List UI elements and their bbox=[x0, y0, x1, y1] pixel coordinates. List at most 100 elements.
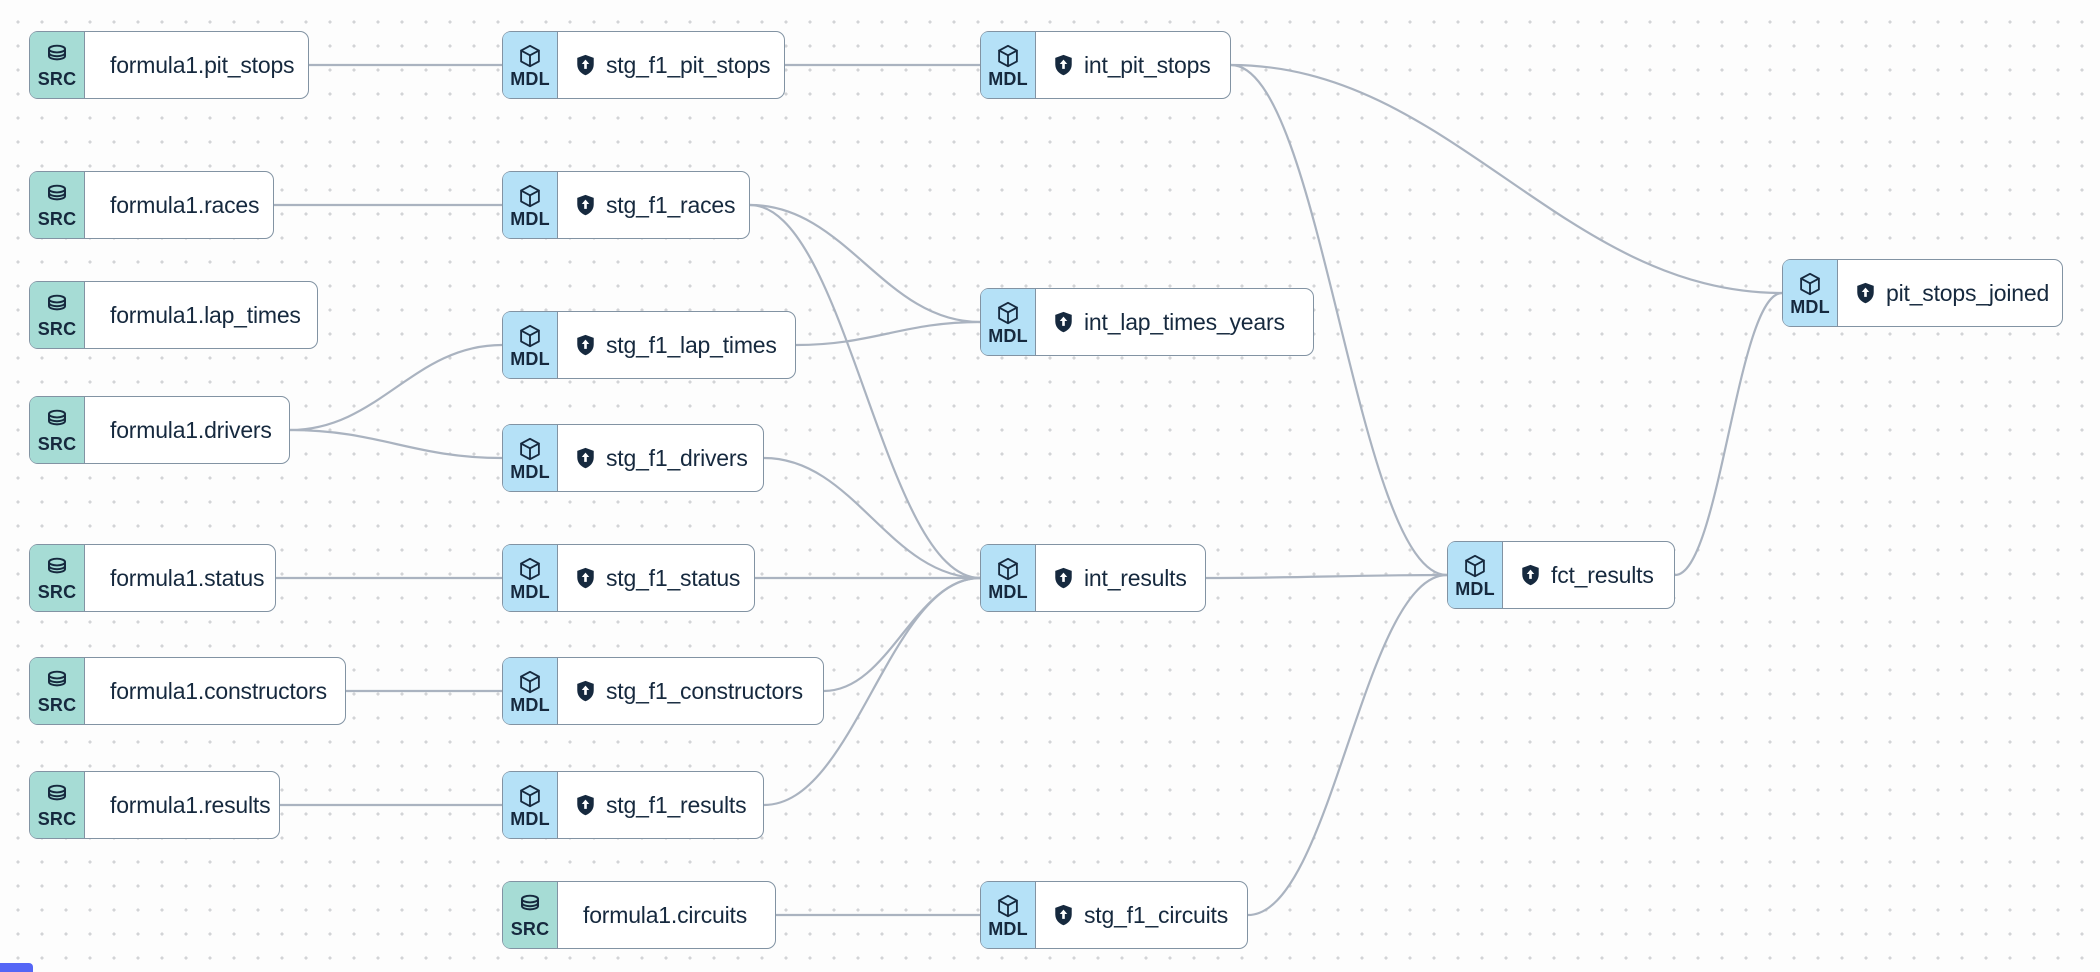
package-icon bbox=[520, 324, 540, 347]
node-type-badge: MDL bbox=[503, 312, 558, 378]
node-src-status[interactable]: SRC formula1.status bbox=[29, 544, 276, 612]
node-title: stg_f1_pit_stops bbox=[606, 51, 771, 78]
package-icon bbox=[1465, 554, 1485, 577]
node-type-label: SRC bbox=[37, 808, 77, 829]
node-title: formula1.results bbox=[110, 791, 271, 818]
edge-stg_races-to-int_results bbox=[748, 203, 982, 580]
node-type-label: SRC bbox=[37, 694, 77, 715]
node-type-badge: MDL bbox=[503, 32, 558, 98]
node-stg-lap-times[interactable]: MDL stg_f1_lap_times bbox=[502, 311, 796, 379]
node-src-results[interactable]: SRC formula1.results bbox=[29, 771, 280, 839]
node-label-box: pit_stops_joined bbox=[1838, 260, 2063, 326]
shield-icon bbox=[1055, 54, 1072, 75]
node-stg-races[interactable]: MDL stg_f1_races bbox=[502, 171, 750, 239]
database-icon bbox=[48, 557, 66, 573]
node-type-label: MDL bbox=[510, 208, 550, 229]
node-label-box: stg_f1_status bbox=[558, 545, 754, 611]
node-src-constructors[interactable]: SRC formula1.constructors bbox=[29, 657, 346, 725]
database-icon bbox=[48, 184, 66, 200]
database-icon bbox=[48, 670, 66, 686]
shield-icon bbox=[1055, 904, 1072, 925]
node-src-drivers[interactable]: SRC formula1.drivers bbox=[29, 396, 290, 464]
edge-src_drivers-to-stg_drivers bbox=[288, 428, 504, 460]
node-type-badge: SRC bbox=[30, 282, 85, 348]
node-stg-circuits[interactable]: MDL stg_f1_circuits bbox=[980, 881, 1248, 949]
package-icon bbox=[998, 557, 1018, 580]
node-type-badge: SRC bbox=[30, 172, 85, 238]
node-stg-status[interactable]: MDL stg_f1_status bbox=[502, 544, 755, 612]
shield-icon bbox=[1055, 567, 1072, 588]
node-stg-constructors[interactable]: MDL stg_f1_constructors bbox=[502, 657, 824, 725]
node-int-lap-times-years[interactable]: MDL int_lap_times_years bbox=[980, 288, 1314, 356]
node-src-lap-times[interactable]: SRC formula1.lap_times bbox=[29, 281, 318, 349]
node-label-box: int_results bbox=[1036, 545, 1201, 611]
shield-icon bbox=[577, 680, 594, 701]
node-type-label: MDL bbox=[1790, 296, 1830, 317]
package-icon bbox=[998, 301, 1018, 324]
node-stg-results[interactable]: MDL stg_f1_results bbox=[502, 771, 764, 839]
shield-icon bbox=[1055, 311, 1072, 332]
node-type-label: SRC bbox=[37, 433, 77, 454]
node-label-box: int_pit_stops bbox=[1036, 32, 1225, 98]
node-title: stg_f1_results bbox=[606, 791, 747, 818]
node-pit-stops-joined[interactable]: MDL pit_stops_joined bbox=[1782, 259, 2063, 327]
node-type-badge: SRC bbox=[30, 545, 85, 611]
partially-visible-blue-element[interactable] bbox=[0, 963, 33, 972]
node-type-label: SRC bbox=[37, 318, 77, 339]
node-int-results[interactable]: MDL int_results bbox=[980, 544, 1206, 612]
node-title: stg_f1_races bbox=[606, 191, 736, 218]
node-type-label: MDL bbox=[988, 68, 1028, 89]
node-title: stg_f1_drivers bbox=[606, 444, 748, 471]
edge-int_pit_stops-to-pit_stops_joined bbox=[1229, 63, 1784, 295]
node-label-box: stg_f1_lap_times bbox=[558, 312, 791, 378]
shield-icon bbox=[577, 334, 594, 355]
node-stg-drivers[interactable]: MDL stg_f1_drivers bbox=[502, 424, 764, 492]
edge-stg_results-to-int_results bbox=[762, 576, 982, 807]
edge-int_pit_stops-to-fct_results bbox=[1229, 63, 1449, 577]
node-type-label: MDL bbox=[510, 581, 550, 602]
shield-icon bbox=[577, 54, 594, 75]
database-icon bbox=[521, 894, 539, 910]
shield-icon bbox=[577, 794, 594, 815]
edge-stg_constructors-to-int_results bbox=[822, 576, 982, 693]
node-type-label: MDL bbox=[1455, 578, 1495, 599]
node-type-label: MDL bbox=[988, 581, 1028, 602]
node-src-pit-stops[interactable]: SRC formula1.pit_stops bbox=[29, 31, 309, 99]
node-stg-pit-stops[interactable]: MDL stg_f1_pit_stops bbox=[502, 31, 785, 99]
node-label-box: formula1.lap_times bbox=[85, 282, 315, 348]
node-type-label: MDL bbox=[510, 461, 550, 482]
node-type-badge: SRC bbox=[30, 397, 85, 463]
node-type-badge: MDL bbox=[981, 545, 1036, 611]
node-title: stg_f1_constructors bbox=[606, 677, 803, 704]
package-icon bbox=[520, 557, 540, 580]
node-title: formula1.races bbox=[110, 191, 260, 218]
shield-icon bbox=[1857, 282, 1874, 303]
edge-stg_drivers-to-int_results bbox=[762, 456, 982, 580]
node-type-label: MDL bbox=[510, 694, 550, 715]
node-title: stg_f1_lap_times bbox=[606, 331, 777, 358]
node-src-races[interactable]: SRC formula1.races bbox=[29, 171, 274, 239]
node-title: formula1.lap_times bbox=[110, 301, 301, 328]
shield-icon bbox=[577, 567, 594, 588]
node-label-box: stg_f1_races bbox=[558, 172, 749, 238]
package-icon bbox=[998, 44, 1018, 67]
edge-src_drivers-to-stg_lap_times bbox=[288, 343, 504, 432]
node-label-box: formula1.races bbox=[85, 172, 273, 238]
edge-int_results-to-fct_results bbox=[1204, 573, 1449, 580]
package-icon bbox=[520, 784, 540, 807]
node-int-pit-stops[interactable]: MDL int_pit_stops bbox=[980, 31, 1231, 99]
node-label-box: stg_f1_results bbox=[558, 772, 760, 838]
node-src-circuits[interactable]: SRC formula1.circuits bbox=[502, 881, 776, 949]
node-title: formula1.pit_stops bbox=[110, 51, 295, 78]
node-type-label: MDL bbox=[510, 808, 550, 829]
node-type-badge: MDL bbox=[503, 545, 558, 611]
node-title: formula1.constructors bbox=[110, 677, 327, 704]
node-type-badge: SRC bbox=[30, 32, 85, 98]
node-title: formula1.drivers bbox=[110, 416, 272, 443]
node-type-badge: MDL bbox=[981, 882, 1036, 948]
database-icon bbox=[48, 44, 66, 60]
node-fct-results[interactable]: MDL fct_results bbox=[1447, 541, 1675, 609]
node-label-box: stg_f1_pit_stops bbox=[558, 32, 784, 98]
